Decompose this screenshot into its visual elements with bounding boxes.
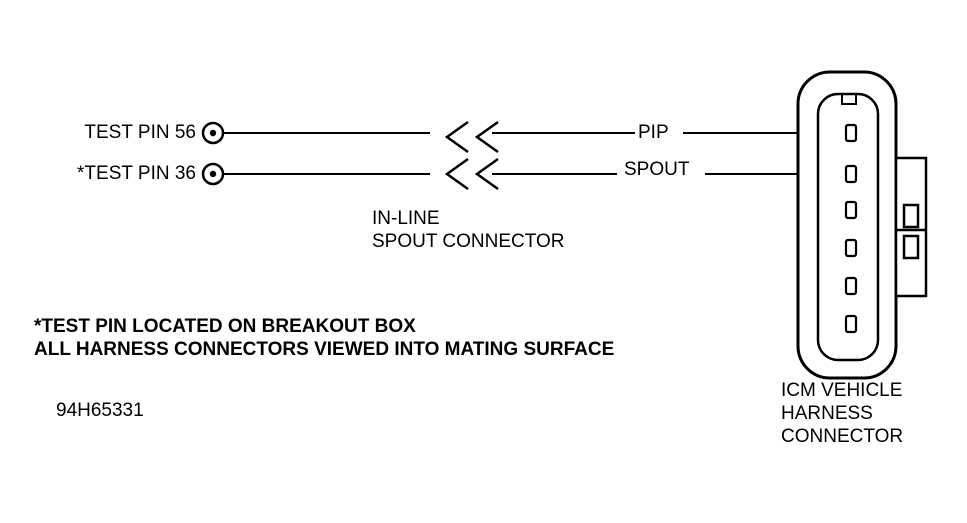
harness-connector-label-line1: ICM VEHICLE (781, 380, 903, 401)
pip-wire-label: PIP (638, 122, 669, 143)
test-pin-36-terminal (201, 162, 225, 186)
cavity-4 (844, 238, 858, 258)
harness-connector-label-line2: HARNESS (781, 403, 873, 424)
connector-terminal-cavities (844, 123, 858, 334)
cavity-5 (844, 276, 858, 296)
harness-connector-label-line3: CONNECTOR (781, 426, 904, 447)
spout-wire-label: SPOUT (624, 159, 690, 180)
inline-connector-lower-chevrons (444, 157, 499, 191)
cavity-2 (844, 164, 858, 184)
note-mating-surface: ALL HARNESS CONNECTORS VIEWED INTO MATIN… (34, 339, 615, 360)
connector-key-tab (841, 93, 857, 105)
cavity-6 (844, 314, 858, 334)
inline-connector-label-line2: SPOUT CONNECTOR (372, 231, 565, 252)
connector-side-latch (894, 156, 928, 298)
note-breakout-box: *TEST PIN LOCATED ON BREAKOUT BOX (34, 316, 416, 337)
icm-harness-connector (796, 70, 928, 380)
inline-connector-label-line1: IN-LINE (372, 208, 440, 229)
figure-id: 94H65331 (56, 400, 144, 421)
cavity-3 (844, 200, 858, 220)
inline-connector-upper-chevrons (444, 120, 499, 154)
test-pin-36-label: *TEST PIN 36 (77, 163, 196, 184)
test-pin-56-terminal (201, 121, 225, 145)
test-pin-56-label: TEST PIN 56 (84, 122, 196, 143)
cavity-1 (844, 123, 858, 143)
